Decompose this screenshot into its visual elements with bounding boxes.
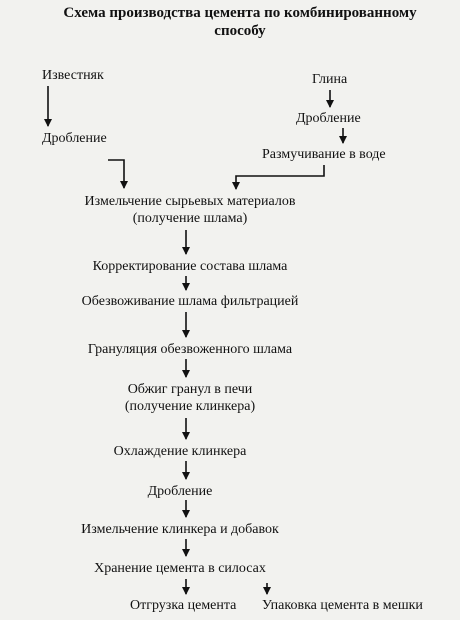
node-cement-packing: Упаковка цемента в мешки <box>262 598 423 613</box>
raw-grinding-line-2: (получение шлама) <box>132 211 248 226</box>
node-sludge-dewatering: Обезвоживание шлама фильтрацией <box>81 294 299 309</box>
arrow-left-to-grinding <box>108 159 128 189</box>
kiln-firing-line-1: Обжиг гранул в печи <box>127 382 253 397</box>
title-line-1: Схема производства цемента по комбиниров… <box>63 5 417 21</box>
node-clay-slurrying: Размучивание в воде <box>262 147 386 162</box>
node-clay-crushing: Дробление <box>296 111 361 126</box>
node-limestone-crushing: Дробление <box>42 131 107 146</box>
kiln-firing-line-2: (получение клинкера) <box>124 399 256 414</box>
node-granulation: Грануляция обезвоженного шлама <box>87 342 293 357</box>
node-kiln-firing: Обжиг гранул в печи (получение клинкера) <box>40 381 340 415</box>
node-clinker-crushing: Дробление <box>147 484 213 499</box>
node-cement-storage: Хранение цемента в силосах <box>94 561 266 576</box>
node-clay: Глина <box>312 72 348 87</box>
node-raw-grinding: Измельчение сырьевых материалов (получен… <box>40 193 340 227</box>
title-line-2: способу <box>214 23 266 39</box>
node-clinker-cooling: Охлаждение клинкера <box>113 444 247 459</box>
node-composition-correction: Корректирование состава шлама <box>92 259 288 274</box>
diagram-title: Схема производства цемента по комбиниров… <box>40 4 440 40</box>
node-cement-shipping: Отгрузка цемента <box>130 598 237 613</box>
raw-grinding-line-1: Измельчение сырьевых материалов <box>84 194 296 209</box>
node-limestone: Известняк <box>42 68 104 83</box>
node-clinker-grinding: Измельчение клинкера и добавок <box>81 522 279 537</box>
arrow-right-to-grinding <box>232 165 325 190</box>
